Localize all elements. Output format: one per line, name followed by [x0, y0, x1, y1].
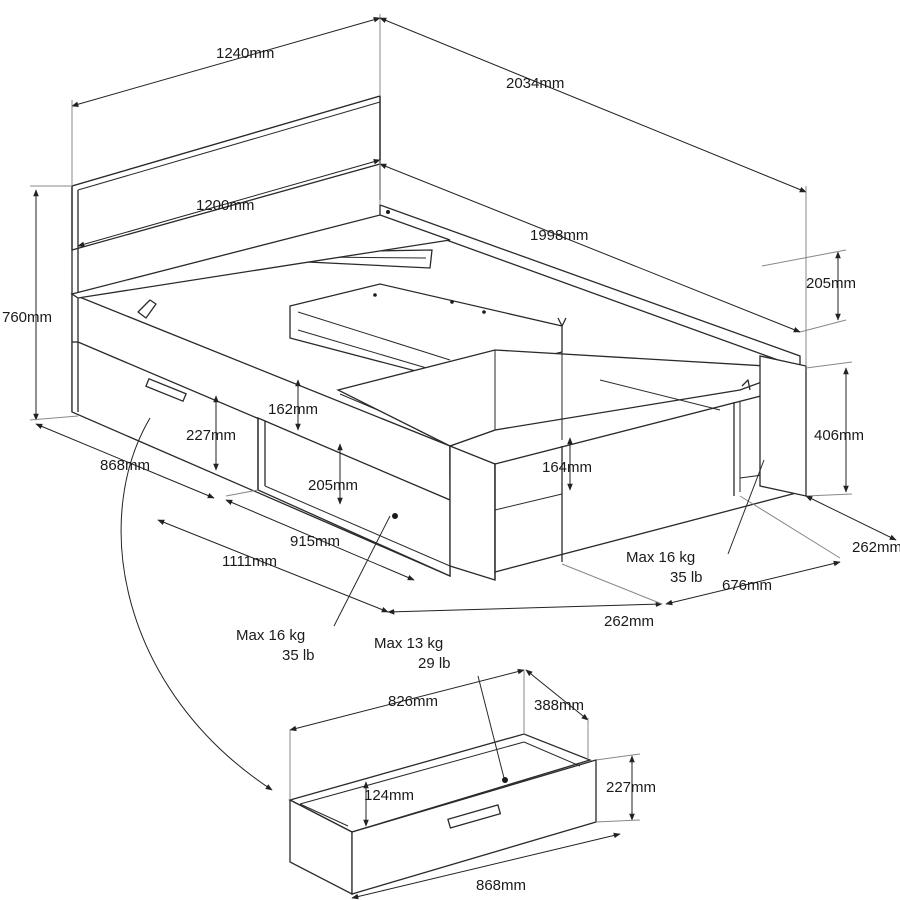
dim-2034: 2034mm [506, 75, 564, 92]
load-left-kg: Max 16 kg [236, 627, 305, 644]
dim-1200: 1200mm [196, 197, 254, 214]
dim-205-top: 205mm [806, 275, 856, 292]
dim-227-side: 227mm [186, 427, 236, 444]
dim-262-bottom: 262mm [604, 613, 654, 630]
load-left-lb: 35 lb [282, 647, 315, 664]
load-right-kg: Max 16 kg [626, 549, 695, 566]
dim-227-drawer: 227mm [606, 779, 656, 796]
load-drawer-kg: Max 13 kg [374, 635, 443, 652]
bed-illustration [70, 95, 807, 581]
dim-406: 406mm [814, 427, 864, 444]
dim-1240: 1240mm [216, 45, 274, 62]
dim-164: 164mm [542, 459, 592, 476]
dimension-lines [29, 14, 897, 900]
dim-760: 760mm [2, 309, 52, 326]
dim-1111: 1111mm [222, 553, 277, 570]
load-drawer-lb: 29 lb [418, 655, 451, 672]
drawer-illustration [288, 733, 597, 896]
drawer-handle [447, 804, 502, 829]
side-drawer-handle [145, 377, 187, 403]
dim-1998: 1998mm [530, 227, 588, 244]
load-right-lb: 35 lb [670, 569, 703, 586]
dim-162: 162mm [268, 401, 318, 418]
dim-388: 388mm [534, 697, 584, 714]
dim-868-side: 868mm [100, 457, 150, 474]
dim-205-compartment: 205mm [308, 477, 358, 494]
shelf-front-post [449, 445, 496, 581]
dim-915: 915mm [290, 533, 340, 550]
right-end-panel [759, 355, 807, 497]
dimension-labels: 1240mm 2034mm 1200mm 1998mm 760mm 205mm … [2, 45, 900, 894]
dim-826: 826mm [388, 693, 438, 710]
dim-868-drawer: 868mm [476, 877, 526, 894]
dim-676: 676mm [722, 577, 772, 594]
dim-262-right: 262mm [852, 539, 900, 556]
dim-124: 124mm [364, 787, 414, 804]
